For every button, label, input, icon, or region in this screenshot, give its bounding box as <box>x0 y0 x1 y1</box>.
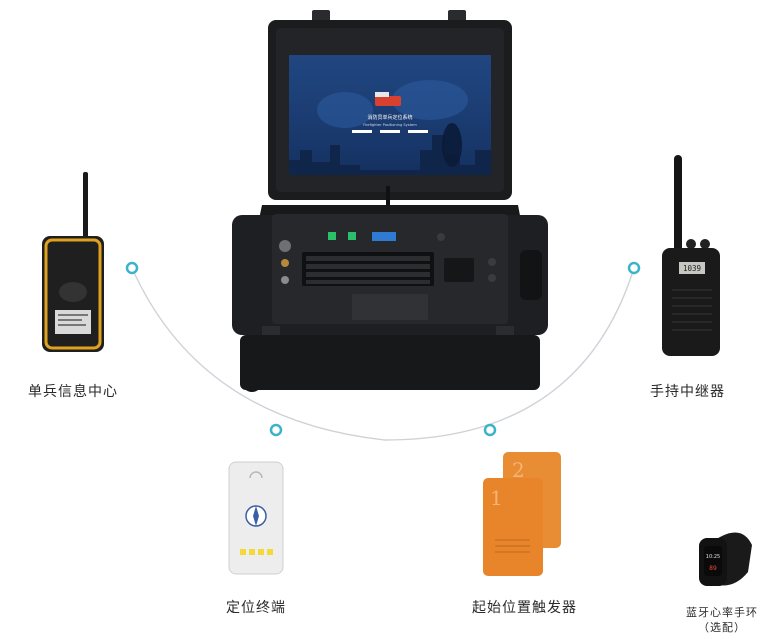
label-positioning-terminal: 定位终端 <box>226 600 286 616</box>
trigger-number-front: 1 <box>490 486 503 510</box>
beacon-tag-icon <box>228 461 284 575</box>
connection-node <box>483 423 497 437</box>
connection-node <box>125 261 139 275</box>
label-handheld-repeater: 手持中继器 <box>650 384 725 400</box>
smart-band-icon: 10:25 89 <box>699 532 752 586</box>
connection-node <box>627 261 641 275</box>
trigger-number-back: 2 <box>512 458 525 482</box>
label-start-trigger: 起始位置触发器 <box>472 600 577 616</box>
screen-title: 消防员单兵定位系统 <box>367 114 412 121</box>
label-heart-band: 蓝牙心率手环 （选配） <box>686 605 758 635</box>
connection-arc <box>131 267 635 441</box>
walkie-talkie-icon: 1039 <box>662 155 720 356</box>
watch-heart-rate: 89 <box>709 565 717 572</box>
rugged-case-laptop-icon: 消防员单兵定位系统 Firefighter Positioning System <box>232 10 548 392</box>
label-soldier-center: 单兵信息中心 <box>28 384 118 400</box>
label-heart-band-line1: 蓝牙心率手环 <box>686 606 758 619</box>
orange-trigger-pad-icon: 2 1 <box>483 452 561 576</box>
rugged-phone-icon <box>42 172 104 352</box>
label-heart-band-line2: （选配） <box>698 621 746 634</box>
connection-node <box>269 423 283 437</box>
screen-subtitle: Firefighter Positioning System <box>363 123 417 127</box>
watch-time: 10:25 <box>706 554 720 560</box>
radio-display: 1039 <box>683 264 701 273</box>
